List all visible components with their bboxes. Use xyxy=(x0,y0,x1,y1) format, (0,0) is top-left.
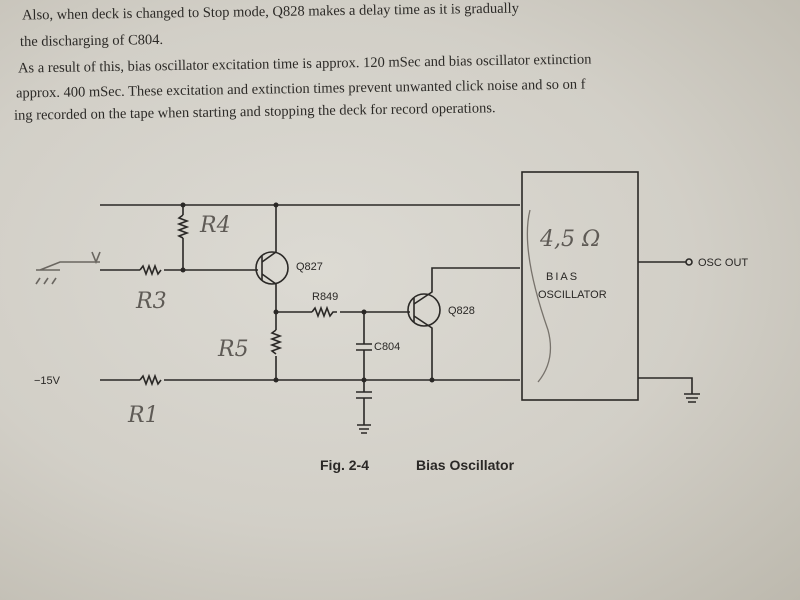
hand-ground xyxy=(35,261,100,285)
hand-arrow-box xyxy=(526,209,552,383)
hand-r3: R3 xyxy=(135,289,167,314)
c804-capacitor xyxy=(356,312,372,392)
label-r849: R849 xyxy=(312,291,338,303)
hand-arrow xyxy=(91,251,101,265)
ground-capacitor xyxy=(356,391,372,434)
right-ground xyxy=(638,377,700,403)
bias-oscillator-box xyxy=(521,171,639,401)
label-minus15v: −15V xyxy=(34,375,61,387)
r849-resistor xyxy=(311,305,337,319)
hand-r1: R1 xyxy=(127,403,159,428)
label-osc-out: OSC OUT xyxy=(698,257,748,269)
r3-resistor xyxy=(139,263,162,277)
label-bias: BIAS xyxy=(546,271,579,283)
label-c804: C804 xyxy=(374,341,400,353)
q827-collector-emitter xyxy=(261,205,277,312)
label-q827: Q827 xyxy=(296,261,323,273)
q827-transistor xyxy=(255,251,289,285)
hand-r4: R4 xyxy=(199,213,231,238)
figure-title: Bias Oscillator xyxy=(416,457,515,473)
osc-out-terminal xyxy=(685,258,693,266)
r5-resistor xyxy=(269,329,283,355)
q828-collector-emitter xyxy=(413,267,520,380)
hand-ohms: 4,5 Ω xyxy=(539,227,600,252)
label-q828: Q828 xyxy=(448,305,475,317)
r1-resistor xyxy=(139,373,162,387)
q828-transistor xyxy=(407,293,441,327)
r4-resistor xyxy=(176,214,190,239)
hand-r5: R5 xyxy=(217,337,249,362)
figure-number: Fig. 2-4 xyxy=(320,457,370,473)
label-oscillator: OSCILLATOR xyxy=(538,289,607,301)
